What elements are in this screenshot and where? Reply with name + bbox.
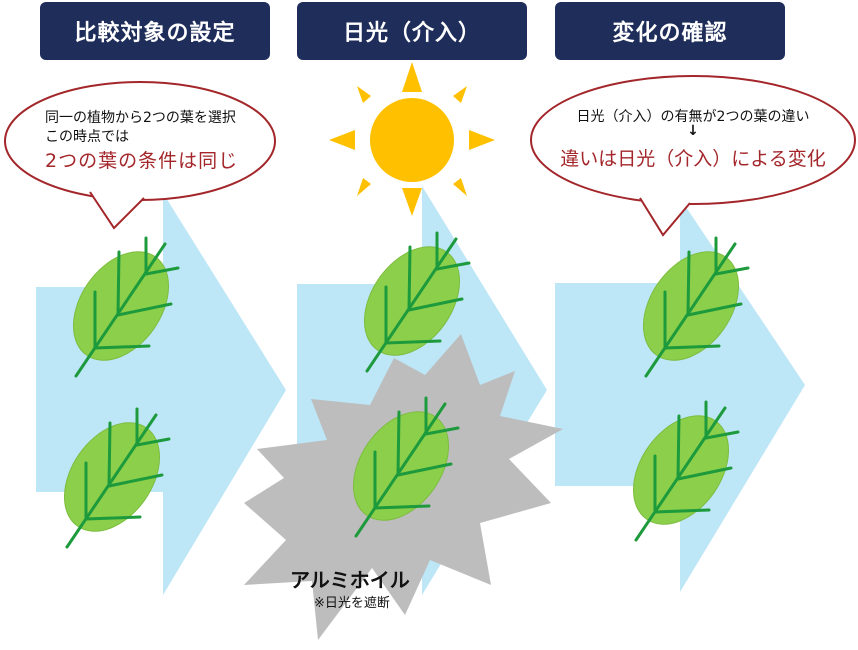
- right-speech-bubble: [530, 75, 856, 237]
- foil-note: ※日光を遮断: [314, 596, 390, 611]
- header-comparison-setup: 比較対象の設定: [40, 2, 270, 60]
- left-bubble-line1: 同一の植物から2つの葉を選択: [45, 110, 236, 126]
- header-change-check: 変化の確認: [555, 2, 785, 60]
- left-speech-bubble: [4, 81, 276, 230]
- right-bubble-arrow: ↓: [687, 123, 699, 139]
- left-bubble-line2: この時点では: [45, 129, 129, 145]
- arrow-right: [555, 198, 805, 592]
- right-bubble-line1: 日光（介入）の有無が2つの葉の違い: [576, 109, 810, 125]
- right-bubble-emphasis: 違いは日光（介入）による変化: [560, 148, 826, 170]
- header-sunlight-intervention: 日光（介入）: [297, 2, 527, 60]
- foil-label: アルミホイル: [290, 568, 410, 592]
- sun-icon: [329, 62, 495, 216]
- left-bubble-emphasis: 2つの葉の条件は同じ: [45, 150, 239, 172]
